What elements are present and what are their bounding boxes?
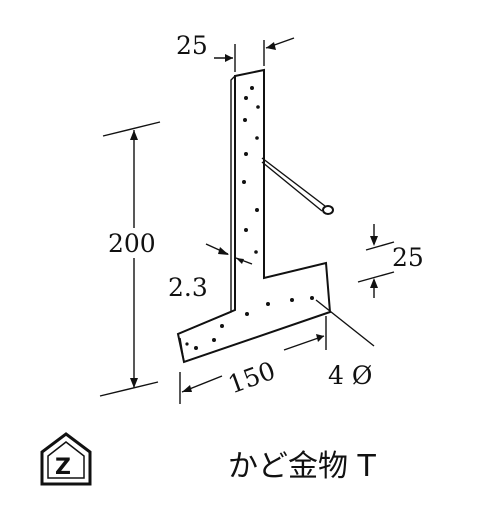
hole — [250, 86, 254, 90]
ext-line — [365, 241, 395, 251]
arrow-head — [218, 247, 229, 255]
arrow-head — [182, 385, 192, 392]
nail — [261, 157, 334, 215]
dim-thickness: 2.3 — [168, 243, 253, 302]
hole — [242, 180, 246, 184]
plate-thickness-edge — [177, 75, 236, 335]
hole — [220, 324, 224, 328]
hole — [254, 250, 258, 254]
dim-hole-diameter: 4 Ø — [315, 299, 375, 390]
leader-line — [315, 299, 375, 347]
dim-label-thickness: 2.3 — [168, 273, 208, 302]
arrow-head — [316, 334, 324, 342]
hole — [256, 105, 260, 109]
dim-top-width: 25 — [176, 31, 295, 72]
hole — [310, 296, 314, 300]
nail-holes — [185, 86, 314, 350]
ext-line — [99, 381, 159, 397]
dim-label-hole-diameter: 4 Ø — [328, 361, 372, 390]
logo-house-inner — [47, 441, 85, 479]
t-bracket-plate — [176, 68, 332, 364]
dim-label-base-length: 150 — [224, 356, 279, 400]
ext-line — [102, 121, 161, 137]
hole — [244, 228, 248, 232]
hole — [290, 298, 294, 302]
ext-line — [357, 271, 395, 283]
hole — [266, 302, 270, 306]
arrow-head — [225, 54, 233, 62]
z-logo: Z — [40, 432, 92, 486]
hole — [244, 152, 248, 156]
hole — [243, 118, 247, 122]
nail-head — [322, 205, 334, 215]
logo-letter: Z — [55, 455, 71, 480]
dim-label-top-width: 25 — [176, 31, 208, 60]
hole — [255, 208, 259, 212]
hole — [212, 338, 216, 342]
arrow-head — [130, 130, 138, 140]
product-name: かど金物 T — [228, 449, 377, 484]
dim-flange-height: 25 — [357, 224, 424, 298]
hole — [194, 346, 198, 350]
nail-shank-top — [261, 157, 326, 207]
dim-label-height: 200 — [108, 229, 156, 258]
dim-base-length: 150 — [179, 316, 327, 404]
arrow-head — [236, 258, 244, 264]
hole — [244, 96, 248, 100]
arrow-head — [130, 378, 138, 388]
plate-inner-edge — [179, 337, 185, 363]
plate-outline — [176, 68, 332, 364]
hole — [185, 342, 189, 346]
hole — [245, 312, 249, 316]
arrow-head — [266, 42, 276, 50]
dim-label-flange-height: 25 — [392, 243, 424, 272]
nail-shank-bottom — [261, 161, 323, 212]
arrow-head — [370, 278, 378, 288]
dim-height: 200 — [99, 121, 161, 397]
arrow-head — [370, 236, 378, 246]
hole — [255, 136, 259, 140]
logo-house-outline — [40, 432, 92, 486]
